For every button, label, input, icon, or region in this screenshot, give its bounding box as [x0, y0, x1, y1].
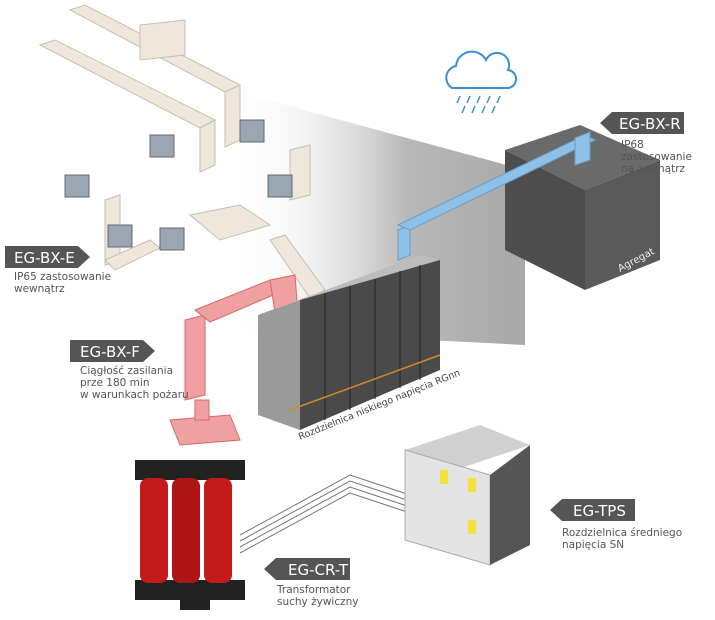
rain-cloud-icon — [445, 50, 517, 114]
tag-code: EG-BX-E — [14, 249, 75, 267]
tag-code: EG-CR-T — [288, 561, 349, 579]
tag-code: EG-BX-F — [80, 343, 140, 361]
mv-switchgear-tps — [404, 425, 530, 566]
tag-eg-bx-e: EG-BX-E — [5, 246, 90, 268]
transformer — [135, 460, 245, 610]
busbar-indoor — [38, 4, 326, 299]
tag-eg-bx-r: EG-BX-R — [600, 112, 684, 134]
tag-eg-bx-f: EG-BX-F — [70, 340, 155, 362]
bx-r-description: IP68 zastosowanie na zewnątrz — [621, 139, 692, 175]
cr-t-description: Transformator suchy żywiczny — [277, 584, 359, 608]
busbar-outdoor — [396, 131, 597, 261]
tps-description: Rozdzielnica średniego napięcia SN — [562, 527, 683, 551]
cables — [239, 474, 411, 554]
tag-eg-tps: EG-TPS — [550, 499, 635, 521]
bx-e-description: IP65 zastosowanie wewnątrz — [14, 271, 112, 295]
tag-eg-cr-t: EG-CR-T — [264, 558, 350, 580]
lv-switchboard-rgnn — [258, 255, 441, 430]
tag-code: EG-BX-R — [619, 115, 681, 133]
bx-f-description: Ciągłość zasilania prze 180 min w warunk… — [80, 365, 189, 401]
tag-code: EG-TPS — [573, 502, 626, 520]
